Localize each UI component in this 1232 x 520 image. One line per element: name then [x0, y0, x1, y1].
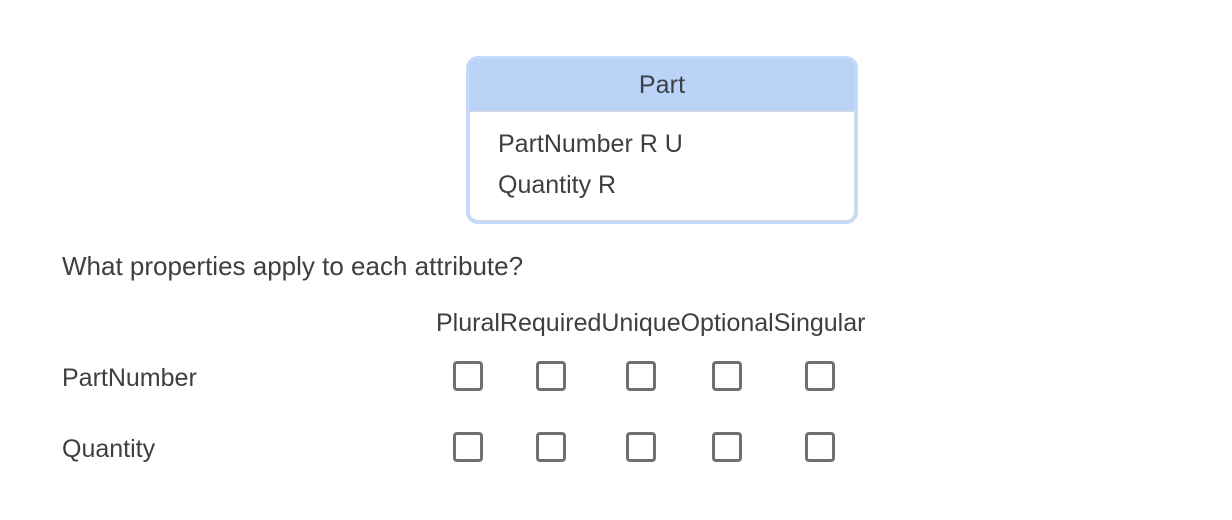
checkbox-partnumber-required[interactable]	[535, 361, 566, 391]
checkbox-quantity-plural[interactable]	[452, 432, 483, 462]
table-row: Quantity	[62, 414, 865, 485]
column-header-optional: Optional	[680, 308, 774, 337]
checkbox-partnumber-plural[interactable]	[452, 361, 483, 391]
entity-card: Part PartNumber R U Quantity R	[466, 56, 858, 224]
cell-quantity-plural[interactable]	[436, 414, 500, 485]
matrix-header-row: Plural Required Unique Optional Singular	[62, 303, 865, 343]
matrix-corner-cell	[62, 303, 436, 343]
column-header-required: Required	[499, 308, 602, 337]
cell-partnumber-unique[interactable]	[601, 343, 680, 414]
checkbox-quantity-unique[interactable]	[625, 432, 656, 462]
question-text: What properties apply to each attribute?	[62, 251, 524, 281]
checkbox-partnumber-singular[interactable]	[804, 361, 835, 391]
column-header-singular: Singular	[773, 308, 866, 337]
properties-matrix: Plural Required Unique Optional Singular…	[62, 303, 865, 485]
entity-attribute-list: PartNumber R U Quantity R	[469, 111, 855, 221]
row-label-partnumber: PartNumber	[62, 364, 197, 392]
checkbox-quantity-singular[interactable]	[804, 432, 835, 462]
column-header-unique: Unique	[601, 308, 681, 337]
entity-attribute-row: PartNumber R U	[498, 130, 683, 158]
checkbox-quantity-required[interactable]	[535, 432, 566, 462]
table-row: PartNumber	[62, 343, 865, 414]
checkbox-partnumber-unique[interactable]	[625, 361, 656, 391]
entity-attribute-row: Quantity R	[498, 171, 617, 199]
cell-quantity-unique[interactable]	[601, 414, 680, 485]
cell-partnumber-optional[interactable]	[681, 343, 774, 414]
column-header-plural: Plural	[436, 308, 500, 337]
cell-partnumber-singular[interactable]	[774, 343, 866, 414]
cell-quantity-optional[interactable]	[681, 414, 774, 485]
matrix-body: PartNumber Quantity	[62, 343, 865, 485]
row-label-quantity: Quantity	[62, 435, 156, 463]
matrix-header: Plural Required Unique Optional Singular	[62, 303, 865, 343]
checkbox-partnumber-optional[interactable]	[712, 361, 743, 391]
cell-quantity-singular[interactable]	[774, 414, 866, 485]
entity-card-title: Part	[469, 59, 855, 111]
checkbox-quantity-optional[interactable]	[712, 432, 743, 462]
cell-quantity-required[interactable]	[500, 414, 601, 485]
cell-partnumber-plural[interactable]	[436, 343, 500, 414]
cell-partnumber-required[interactable]	[500, 343, 601, 414]
